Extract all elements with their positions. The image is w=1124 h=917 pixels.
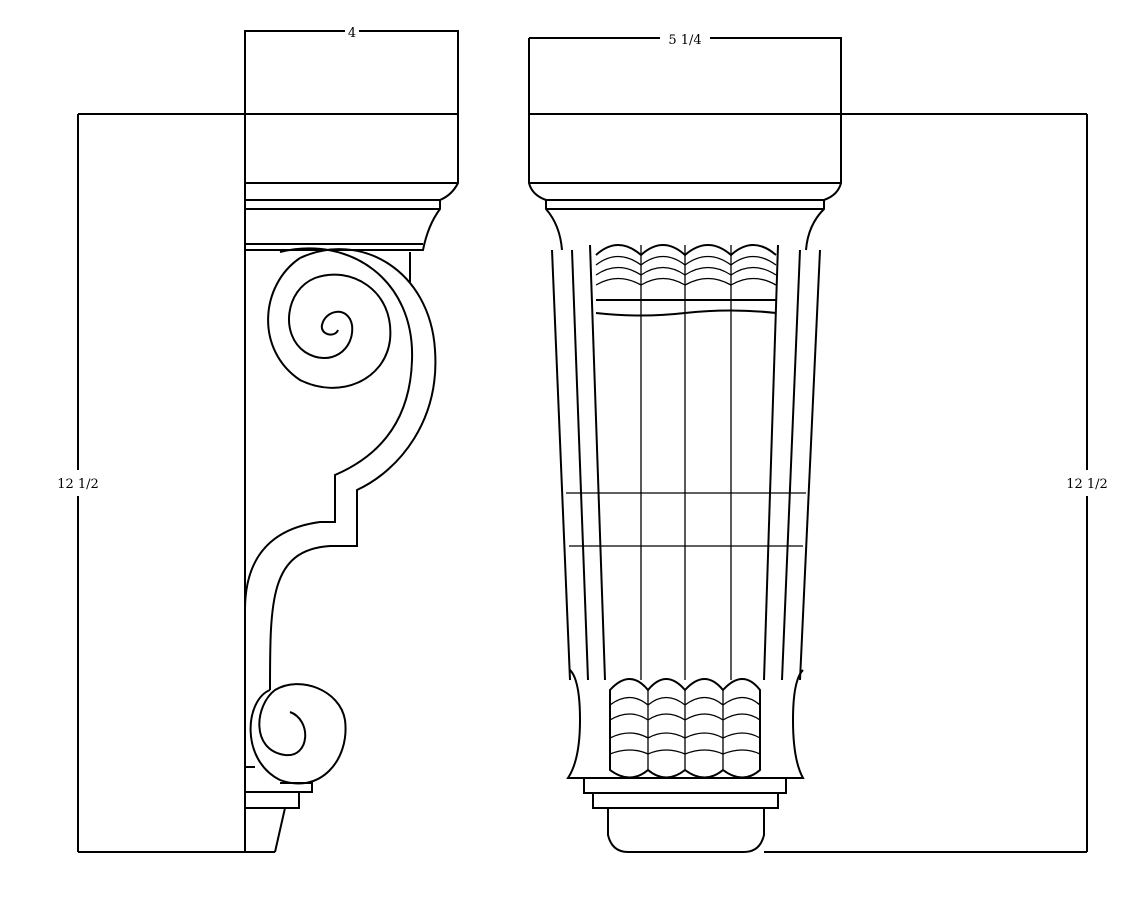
lower-flute-ends — [566, 669, 805, 779]
left-height-label: 12 1/2 — [57, 477, 99, 492]
front-width-label: 5 1/4 — [668, 33, 701, 48]
upper-scroll-spiral — [267, 257, 392, 389]
left-height-dimension — [77, 113, 275, 853]
lower-scroll-spiral — [249, 683, 347, 785]
right-height-dimension — [764, 113, 1088, 853]
right-height-label: 12 1/2 — [1066, 477, 1108, 492]
side-width-label: 4 — [348, 26, 356, 41]
front-view-bracket — [528, 37, 842, 853]
upper-flute-tops — [595, 244, 777, 286]
side-view-bracket — [244, 30, 459, 853]
